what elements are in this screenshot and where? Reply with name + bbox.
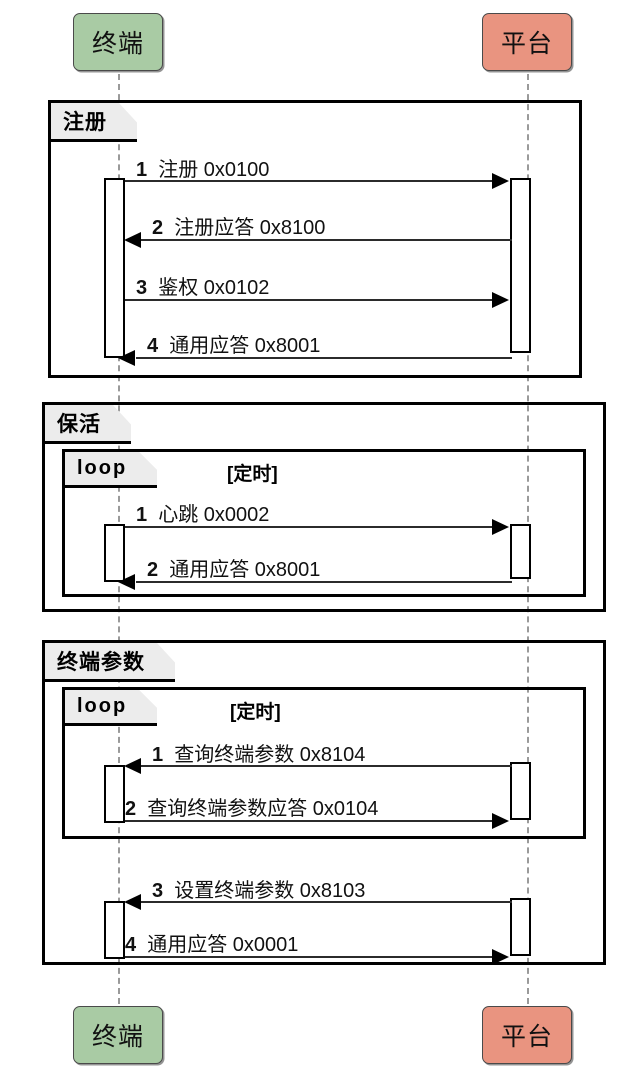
- fragment-register: 注册: [48, 100, 582, 378]
- message-label-1-keepalive: 1 心跳 0x0002: [136, 498, 269, 527]
- message-line-1-terminal-params: [140, 765, 512, 767]
- fragment-keepalive-loop-label: loop: [77, 457, 128, 479]
- message-seq: 2: [152, 217, 169, 239]
- message-text: 通用应答 0x8001: [169, 559, 321, 581]
- activation-terminal-keepalive: [104, 524, 125, 582]
- guard-text: [定时]: [227, 464, 278, 485]
- message-text: 通用应答 0x8001: [169, 335, 321, 357]
- fragment-keepalive-label: 保活: [57, 413, 101, 436]
- message-label-1-terminal-params: 1 查询终端参数 0x8104: [152, 738, 365, 767]
- activation-platform-keepalive: [510, 524, 531, 579]
- fragment-terminal-params-loop-label: loop: [77, 695, 128, 717]
- actor-terminal-top-label: 终端: [91, 30, 144, 58]
- fragment-terminal-params-loop-guard: [定时]: [230, 697, 281, 724]
- message-seq: 3: [136, 277, 153, 299]
- message-line-2-terminal-params: [125, 820, 500, 822]
- message-line-4-terminal-params: [125, 956, 500, 958]
- message-text: 鉴权 0x0102: [158, 277, 270, 299]
- message-label-2-register: 2 注册应答 0x8100: [152, 211, 325, 240]
- message-line-4-register: [136, 357, 512, 359]
- arrow-left-icon: [124, 894, 141, 910]
- message-line-2-keepalive: [136, 581, 512, 583]
- message-text: 查询终端参数 0x8104: [174, 744, 366, 766]
- arrow-right-icon: [492, 519, 509, 535]
- message-label-4-register: 4 通用应答 0x8001: [147, 329, 320, 358]
- actor-platform-bottom[interactable]: 平台: [482, 1006, 572, 1064]
- fragment-terminal-params: 终端参数: [42, 640, 606, 965]
- fragment-keepalive-loop-tab: loop: [65, 452, 157, 488]
- activation-platform-params-set: [510, 898, 531, 956]
- message-text: 通用应答 0x0001: [147, 934, 299, 956]
- activation-platform-register: [510, 178, 531, 353]
- message-seq: 4: [125, 934, 142, 956]
- message-line-3-terminal-params: [140, 901, 512, 903]
- fragment-terminal-params-loop-tab: loop: [65, 690, 157, 726]
- message-seq: 1: [136, 159, 153, 181]
- fragment-register-label: 注册: [63, 111, 107, 134]
- message-line-1-keepalive: [125, 526, 500, 528]
- message-seq: 2: [125, 798, 142, 820]
- message-seq: 3: [152, 880, 169, 902]
- fragment-terminal-params-loop: loop: [62, 687, 586, 839]
- message-label-4-terminal-params: 4 通用应答 0x0001: [125, 928, 298, 957]
- arrow-right-icon: [492, 292, 509, 308]
- fragment-keepalive-tab: 保活: [45, 405, 131, 444]
- fragment-terminal-params-tab: 终端参数: [45, 643, 175, 682]
- message-text: 查询终端参数应答 0x0104: [147, 798, 379, 820]
- message-label-2-keepalive: 2 通用应答 0x8001: [147, 553, 320, 582]
- fragment-terminal-params-label: 终端参数: [57, 651, 145, 674]
- message-label-3-terminal-params: 3 设置终端参数 0x8103: [152, 874, 365, 903]
- actor-terminal-bottom-label: 终端: [91, 1023, 144, 1051]
- message-line-1-register: [125, 180, 500, 182]
- arrow-right-icon: [492, 173, 509, 189]
- fragment-keepalive-loop: loop: [62, 449, 586, 597]
- arrow-right-icon: [492, 949, 509, 965]
- activation-terminal-params-set: [104, 901, 125, 959]
- fragment-keepalive-loop-guard: [定时]: [227, 459, 278, 486]
- actor-platform-top[interactable]: 平台: [482, 13, 572, 71]
- message-text: 注册应答 0x8100: [174, 217, 326, 239]
- activation-terminal-register: [104, 178, 125, 358]
- arrow-left-icon: [118, 574, 135, 590]
- message-line-2-register: [140, 239, 512, 241]
- message-label-1-register: 1 注册 0x0100: [136, 153, 269, 182]
- fragment-keepalive: 保活: [42, 402, 606, 612]
- actor-terminal-bottom[interactable]: 终端: [73, 1006, 163, 1064]
- message-seq: 4: [147, 335, 164, 357]
- arrow-left-icon: [124, 232, 141, 248]
- message-seq: 1: [136, 504, 153, 526]
- arrow-left-icon: [124, 758, 141, 774]
- arrow-left-icon: [118, 350, 135, 366]
- message-line-3-register: [125, 299, 500, 301]
- actor-platform-bottom-label: 平台: [500, 1023, 553, 1051]
- message-text: 注册 0x0100: [158, 159, 270, 181]
- arrow-right-icon: [492, 813, 509, 829]
- message-label-2-terminal-params: 2 查询终端参数应答 0x0104: [125, 792, 378, 821]
- activation-terminal-params-query: [104, 765, 125, 823]
- guard-text: [定时]: [230, 702, 281, 723]
- message-text: 心跳 0x0002: [158, 504, 270, 526]
- message-seq: 1: [152, 744, 169, 766]
- activation-platform-params-query: [510, 762, 531, 820]
- message-seq: 2: [147, 559, 164, 581]
- message-text: 设置终端参数 0x8103: [174, 880, 366, 902]
- actor-platform-top-label: 平台: [500, 30, 553, 58]
- fragment-register-tab: 注册: [51, 103, 137, 142]
- actor-terminal-top[interactable]: 终端: [73, 13, 163, 71]
- message-label-3-register: 3 鉴权 0x0102: [136, 271, 269, 300]
